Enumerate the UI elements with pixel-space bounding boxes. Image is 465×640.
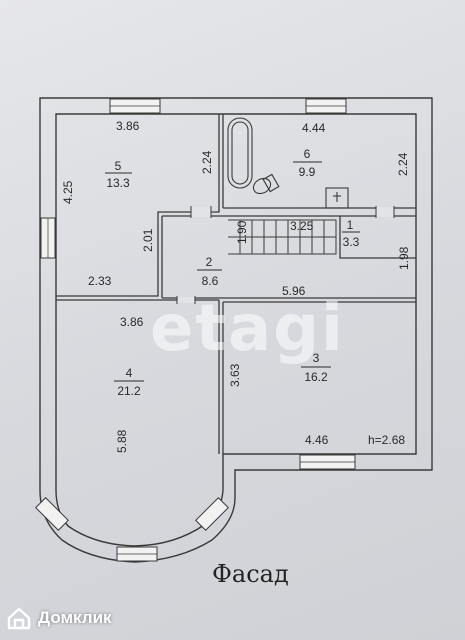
room-2-area: 8.6	[202, 274, 219, 288]
room-6-number: 6	[304, 147, 311, 161]
brand-logo: Домклик	[6, 604, 112, 632]
dim-room4-top: 3.86	[120, 315, 144, 329]
window-mullions	[47, 105, 355, 555]
sink-icon	[325, 187, 349, 209]
dim-room5-bottom: 2.33	[88, 274, 112, 288]
ceiling-height: h=2.68	[368, 433, 405, 447]
staircase	[228, 219, 337, 255]
bathtub-icon	[227, 117, 253, 189]
dim-stair-b: 3.25	[290, 219, 314, 233]
room-5-number: 5	[115, 159, 122, 173]
house-logo-icon	[7, 607, 31, 630]
toilet-icon	[252, 173, 280, 195]
door-jambs	[176, 206, 395, 304]
dim-room5-inner: 2.01	[141, 228, 155, 252]
dim-room5-left: 4.25	[61, 180, 75, 204]
room-3-number: 3	[313, 351, 320, 365]
dim-room1-right: 1.98	[397, 246, 411, 270]
dim-room5-right: 2.24	[200, 150, 214, 174]
room-3-area: 16.2	[304, 370, 328, 384]
dim-room6-right: 2.24	[396, 152, 410, 176]
dim-stair-a: 1.90	[235, 220, 249, 244]
room-1-area: 3.3	[343, 235, 360, 249]
dim-corridor-bottom: 5.96	[282, 284, 306, 298]
dim-room5-top: 3.86	[116, 119, 140, 133]
room-4-number: 4	[126, 366, 133, 380]
room-dividers	[105, 161, 360, 382]
door-openings	[177, 207, 394, 303]
room-1-number: 1	[347, 218, 354, 232]
dim-room6-top: 4.44	[302, 121, 326, 135]
brand-name: Домклик	[38, 608, 112, 627]
dim-room4-left: 5.88	[115, 429, 129, 453]
room-6-area: 9.9	[299, 165, 316, 179]
room-4-area: 21.2	[117, 384, 141, 398]
watermark: etagi	[150, 292, 345, 366]
dim-room3-bottom: 4.46	[305, 433, 329, 447]
room-2-number: 2	[206, 255, 213, 269]
room-5-area: 13.3	[106, 176, 130, 190]
dim-room3-left: 3.63	[228, 363, 242, 387]
facade-label: Фасад	[212, 560, 289, 588]
